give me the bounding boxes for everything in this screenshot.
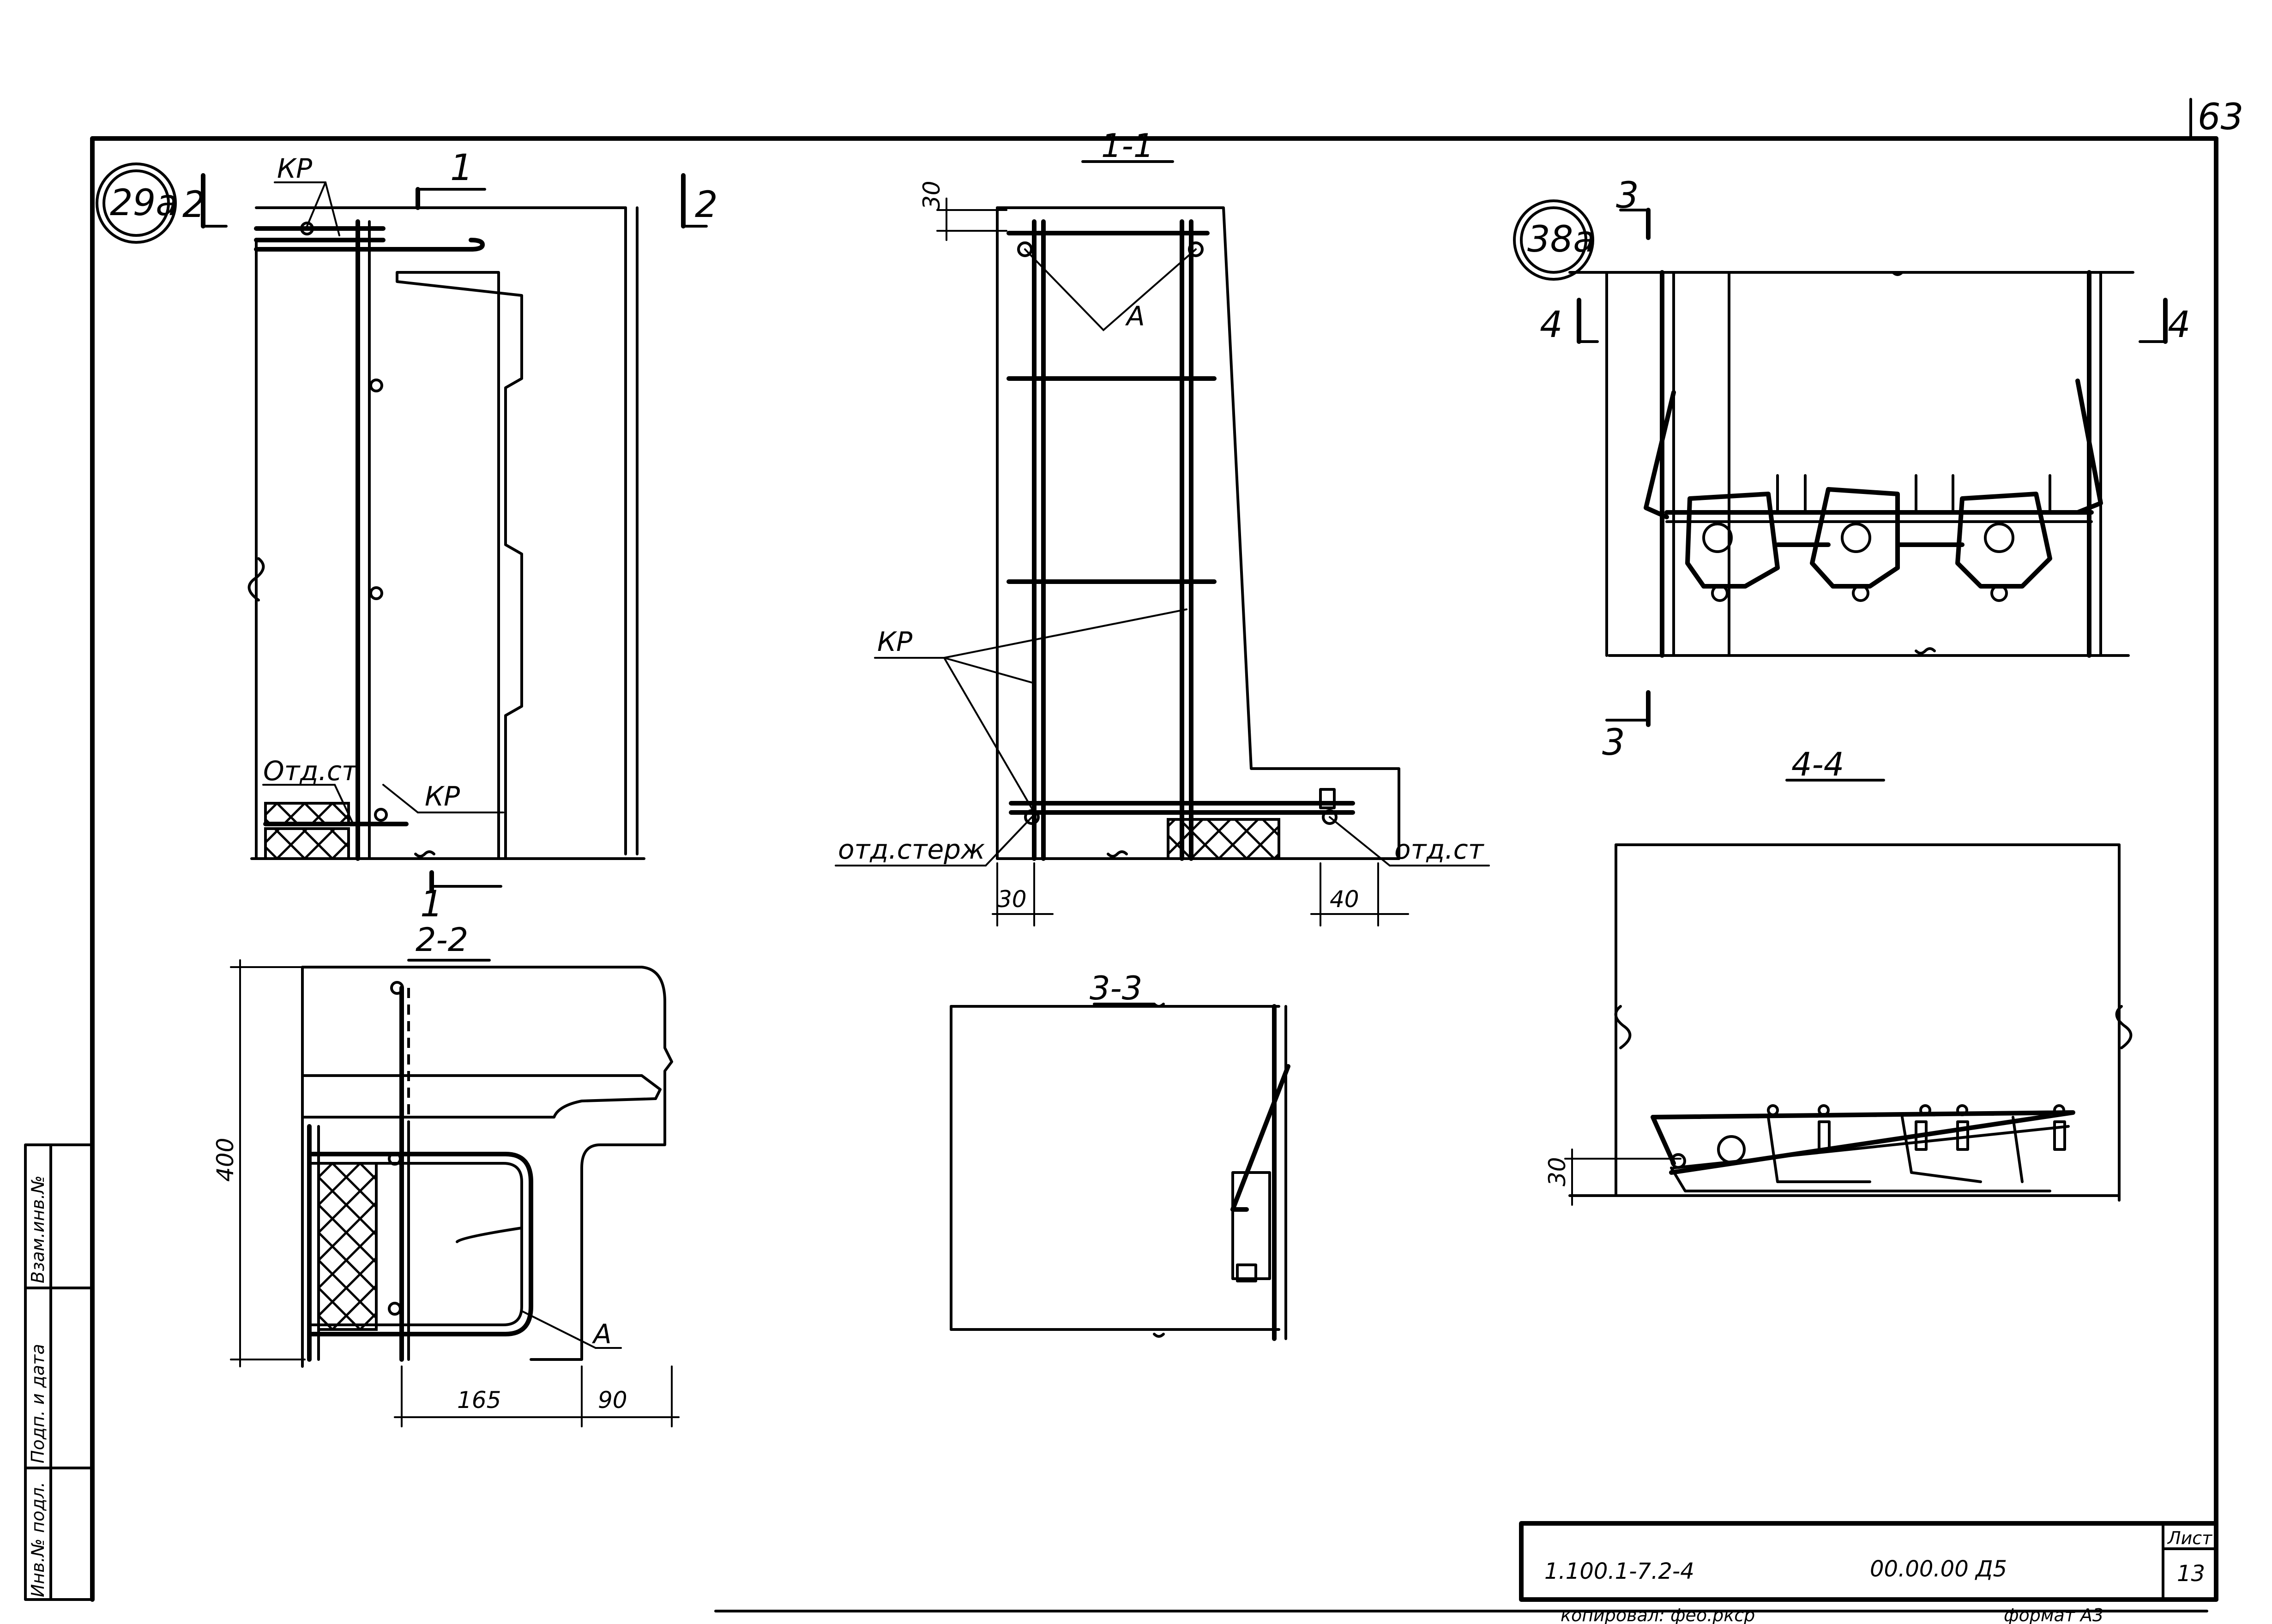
label-kr-1-1: КР xyxy=(877,626,912,657)
stamp-code: 1.100.1-7.2-4 xyxy=(1544,1558,1694,1584)
view-1-1 xyxy=(835,160,1490,926)
side-stamp-sign: Подп. и дата xyxy=(28,1344,48,1463)
stamp-format: формат А3 xyxy=(2004,1605,2103,1624)
title-1-1: 1-1 xyxy=(1101,127,1154,165)
title-2-2: 2-2 xyxy=(416,921,468,959)
sec-mark-1-top: 1 xyxy=(450,147,473,189)
stamp-sheet-number: 13 xyxy=(2177,1561,2205,1587)
sec-mark-2-right: 2 xyxy=(695,184,718,226)
side-stamp-inv2: Взам.инв.№ xyxy=(28,1175,48,1283)
label-otd-st: Отд.ст xyxy=(263,755,358,787)
dim-2-2-90: 90 xyxy=(598,1387,627,1413)
label-point-a-2-2: А xyxy=(591,1318,612,1350)
label-kr-bottom: КР xyxy=(425,781,460,812)
dim-1-1-right: 40 xyxy=(1330,886,1359,913)
title-3-3: 3-3 xyxy=(1090,969,1142,1007)
title-block xyxy=(1519,1521,2218,1602)
dim-2-2-165: 165 xyxy=(457,1387,501,1413)
sheet-frame xyxy=(90,98,2218,1612)
sec-mark-3-top: 3 xyxy=(1616,175,1639,217)
view-29a xyxy=(201,173,708,893)
dim-4-4-30: 30 xyxy=(1544,1157,1571,1186)
label-point-a-1-1: А xyxy=(1125,301,1145,332)
sec-mark-1-bottom: 1 xyxy=(420,884,443,925)
callout-38a: 38а xyxy=(1527,219,1595,260)
sec-mark-4-left: 4 xyxy=(1540,304,1563,346)
dim-1-1-left: 30 xyxy=(997,886,1027,913)
side-stamp-inv: Инв.№ подл. xyxy=(28,1482,48,1597)
dim-2-2-height: 400 xyxy=(212,1138,239,1182)
side-stamp xyxy=(24,1143,94,1601)
label-otd-sterzh: отд.стерж xyxy=(838,834,985,865)
view-2-2 xyxy=(230,959,680,1427)
sheet-number-top: 63 xyxy=(2198,96,2243,138)
callout-38a-ring xyxy=(1513,199,1594,281)
dim-1-1-top: 30 xyxy=(918,180,945,210)
view-4-4 xyxy=(1564,779,2133,1206)
label-kr-top: КР xyxy=(277,153,312,184)
callout-29a: 29а xyxy=(110,182,178,224)
stamp-sheet-label: Лист xyxy=(2167,1528,2213,1548)
stamp-copied: копировал: фео.ркср xyxy=(1561,1605,1755,1624)
label-otd-st-right: отд.ст xyxy=(1394,834,1485,865)
view-38a xyxy=(1568,208,2168,727)
stamp-doc: 00.00.00 Д5 xyxy=(1870,1556,2007,1582)
sec-mark-3-bottom: 3 xyxy=(1602,722,1625,764)
view-3-3 xyxy=(950,1003,1290,1341)
sec-mark-2-left: 2 xyxy=(182,184,205,226)
sec-mark-4-right: 4 xyxy=(2168,304,2191,346)
callout-29a-ring-inner xyxy=(102,169,170,237)
title-4-4: 4-4 xyxy=(1791,746,1844,783)
callout-29a-ring xyxy=(96,162,177,244)
callout-38a-ring-inner xyxy=(1520,206,1587,274)
